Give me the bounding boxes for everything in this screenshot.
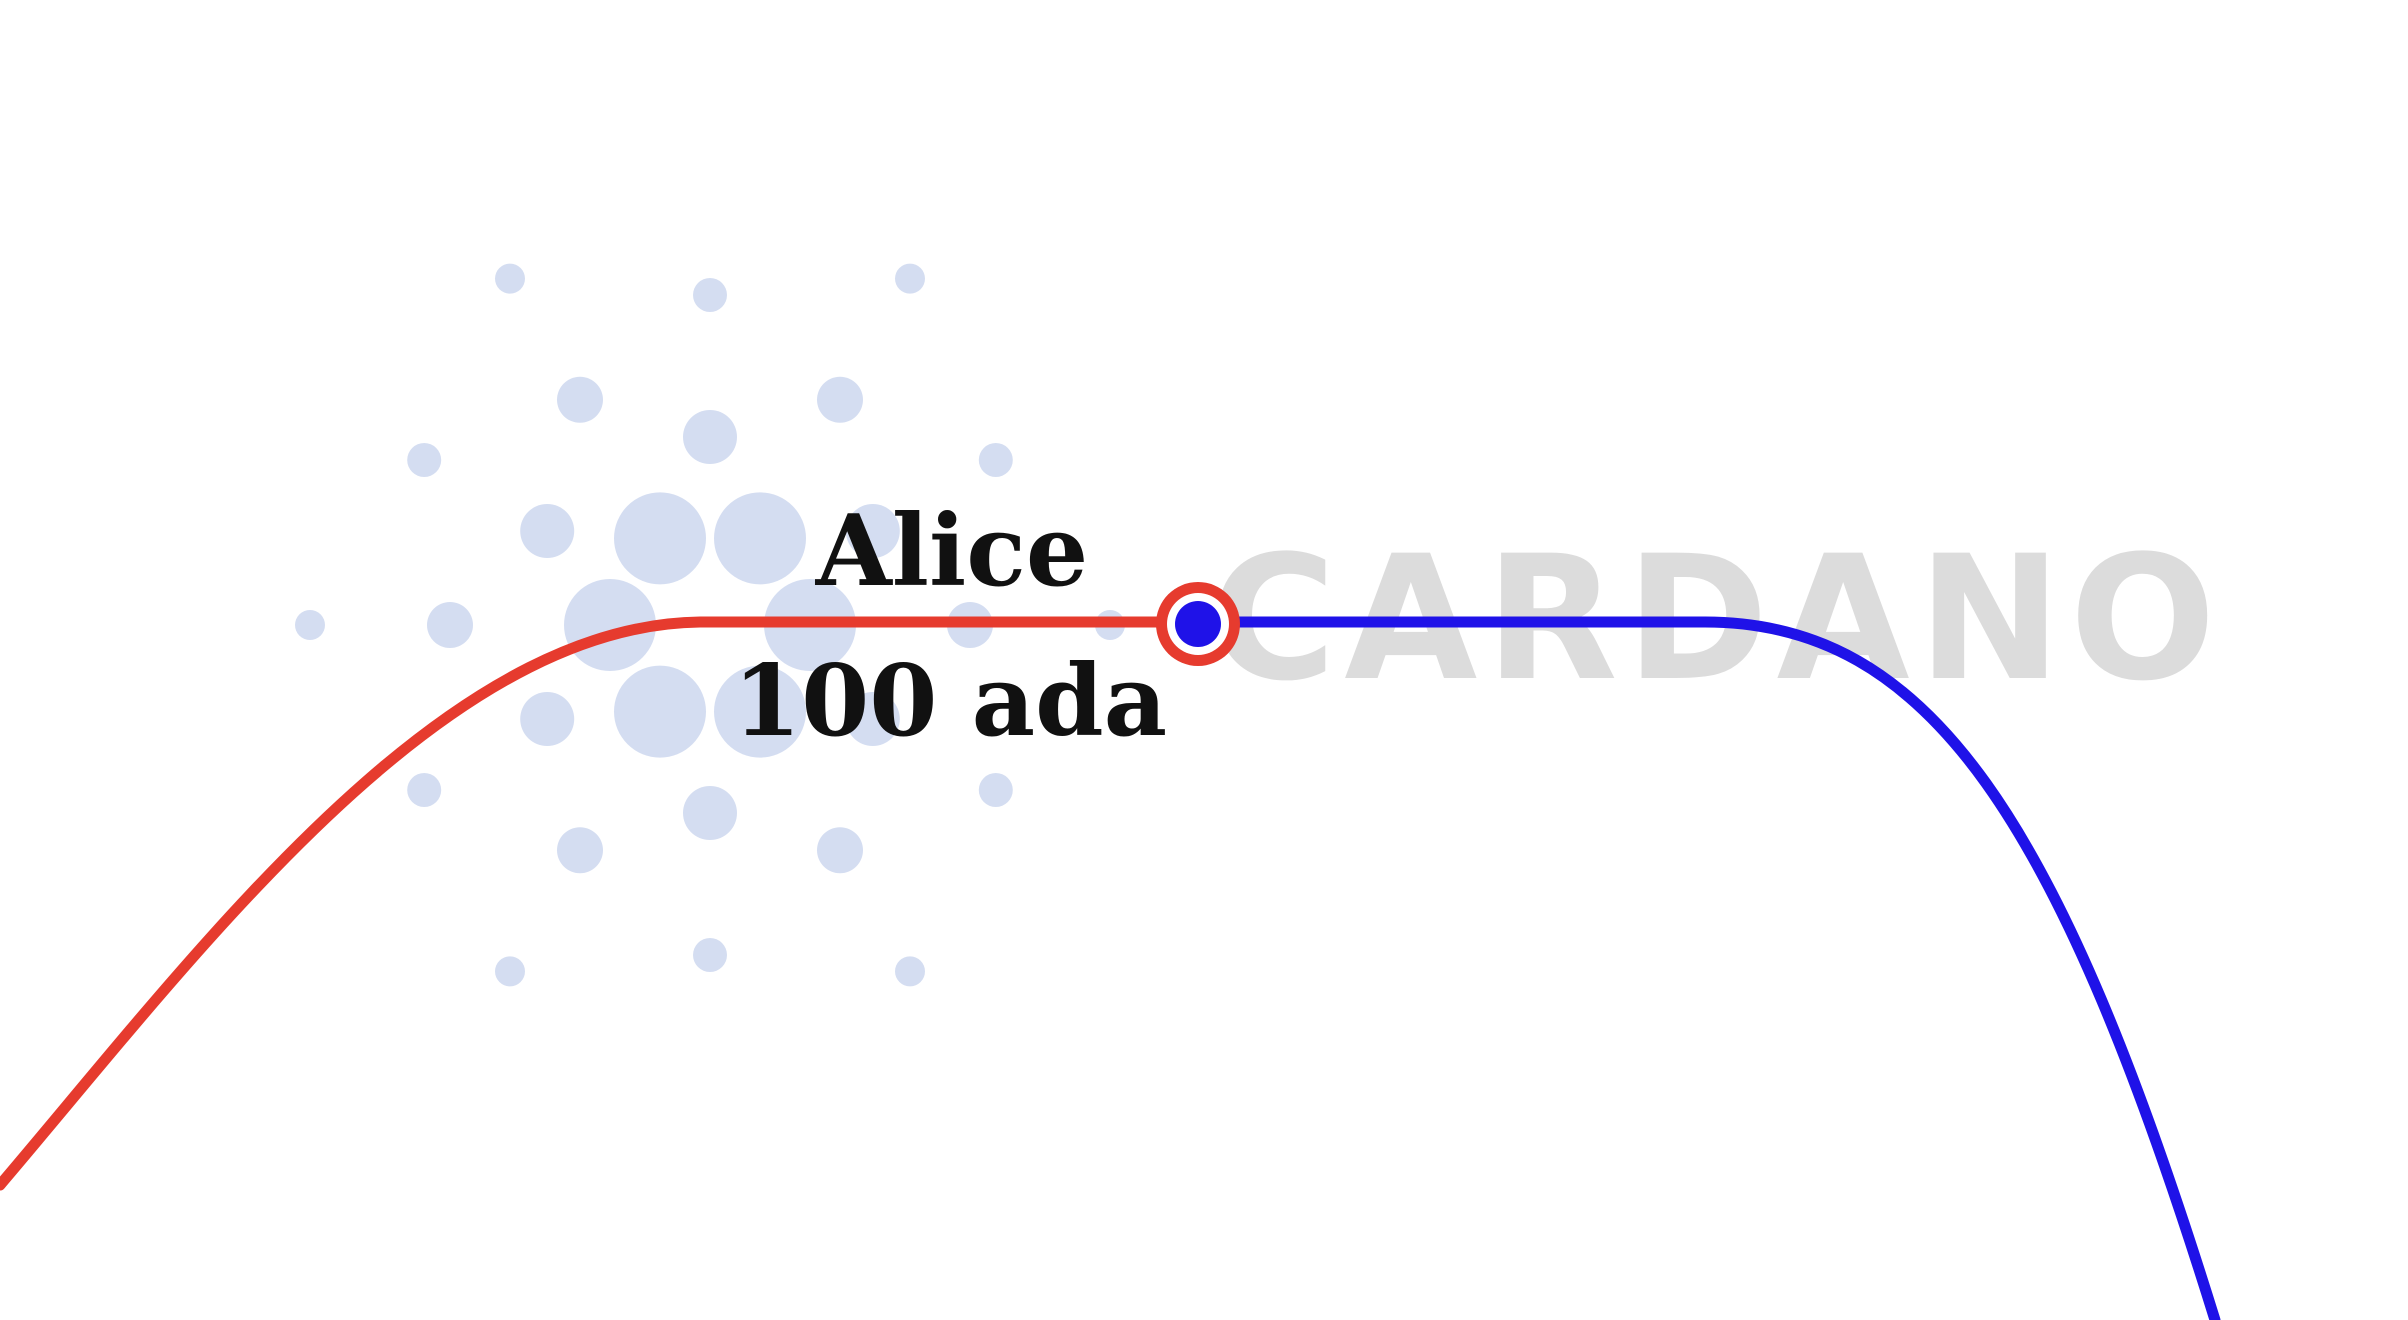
logo-dot	[683, 786, 737, 840]
outgoing-path	[1192, 616, 2221, 1320]
logo-dot	[427, 602, 473, 648]
logo-dot	[520, 504, 575, 558]
logo-dot	[683, 410, 737, 464]
logo-dot	[895, 263, 925, 294]
amount-label: 100 ada	[733, 644, 1167, 759]
logo-dot	[614, 492, 706, 585]
node-marker	[1156, 582, 1240, 666]
logo-dot	[295, 610, 325, 640]
logo-dot	[693, 278, 727, 312]
logo-dot	[714, 665, 806, 758]
logo-dot	[407, 443, 442, 477]
cardano-logo-icon	[295, 263, 1125, 987]
logo-dot	[817, 827, 863, 874]
logo-dot	[520, 692, 575, 746]
logo-dot	[557, 376, 603, 423]
logo-dot	[845, 504, 900, 558]
logo-dot	[693, 938, 727, 972]
logo-dot	[817, 376, 863, 423]
logo-dot	[495, 956, 525, 987]
logo-dot	[495, 263, 525, 294]
logo-dot	[845, 692, 900, 746]
logo-dot	[407, 773, 442, 807]
logo-dot	[557, 827, 603, 874]
logo-dot	[714, 492, 806, 585]
logo-dot	[895, 956, 925, 987]
logo-dot	[978, 443, 1013, 477]
incoming-path	[0, 616, 1201, 1191]
party-name-label: Alice	[815, 494, 1089, 609]
logo-dot	[614, 665, 706, 758]
logo-dot	[978, 773, 1013, 807]
